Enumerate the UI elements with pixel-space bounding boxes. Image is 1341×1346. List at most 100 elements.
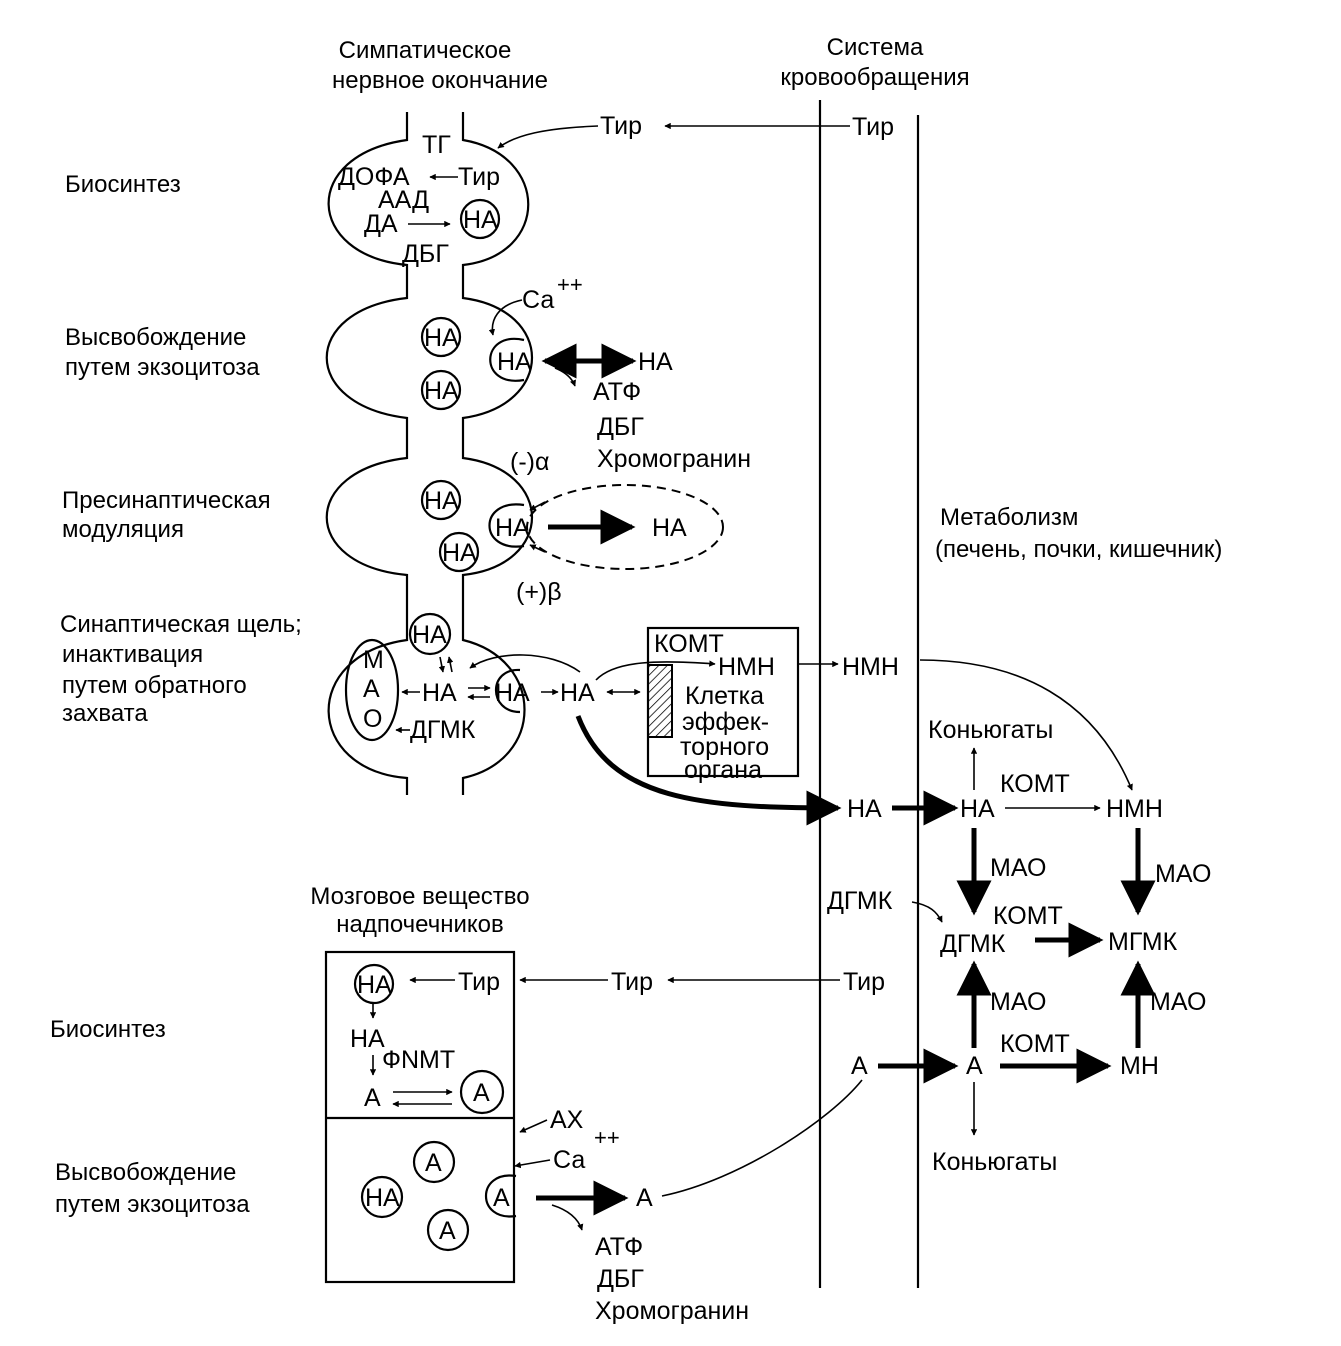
atf-label: АТФ (593, 378, 641, 406)
adrenal-tyr-label: Тир (458, 968, 500, 996)
na-reuptake-label: НА (495, 679, 530, 707)
alpha-receptor-label: (-)α (510, 448, 549, 476)
a-metabolism-label: А (966, 1052, 983, 1080)
header-adrenal: Мозговое вещество надпочечников (310, 883, 529, 938)
komt-dgmk-label: КОМТ (993, 902, 1063, 930)
na-vesicle-4 (438, 531, 480, 573)
mao-mitochondrion (344, 638, 400, 742)
tyr-circulation-label: Тир (852, 113, 894, 141)
section-synaptic-line2: инактивация (62, 641, 203, 668)
dbg-label: ДБГ (402, 240, 449, 268)
nmn-blood-label: НМН (842, 653, 899, 681)
mao-letter-a: А (363, 675, 380, 703)
na-to-nmn-arrow (595, 660, 716, 681)
na-vesicle-label: НА (463, 206, 498, 234)
header-circulation-line2: кровообращения (780, 64, 969, 91)
header-nerve-ending-line1: Симпатическое (339, 37, 512, 64)
effector-line4: органа (684, 756, 762, 784)
adrenal-na-vesicle-label: НА (357, 971, 392, 999)
na-vesicle-5-label: НА (412, 621, 447, 649)
nerve-ending-left-outline (325, 112, 409, 795)
header-adrenal-line2: надпочечников (336, 911, 504, 938)
effector-line2: эффек- (682, 708, 769, 736)
na-vesicle-3-label: НА (424, 487, 459, 515)
fnmt-label: ФNMT (382, 1046, 455, 1074)
effector-line3: торного (680, 733, 769, 761)
adrenal-na-vesicle-2 (360, 1175, 404, 1219)
tyr-uptake-arrow (497, 125, 599, 149)
na-vesicle-1 (420, 316, 462, 358)
na-vesicle-exchange-up (446, 656, 454, 673)
da-label: ДА (364, 210, 398, 238)
header-adrenal-line1: Мозговое вещество (310, 883, 529, 910)
adrenal-a-vesicle (459, 1069, 505, 1115)
section-synaptic-line3: путем обратного (62, 672, 247, 699)
section-presynaptic: Пресинаптическая модуляция (62, 487, 271, 543)
adrenal-dbg-label: ДБГ (597, 1265, 644, 1293)
nmn-blood-to-metabolism-arrow (919, 659, 1133, 791)
co-release-arrow (554, 367, 576, 387)
komt-na-nmn-label: КОМТ (1000, 770, 1070, 798)
section-synaptic-line1: Синаптическая щель; (60, 611, 302, 638)
effector-line1: Клетка (685, 682, 764, 710)
na-spillover-arrow (575, 715, 842, 826)
na-reuptake-vesicle (495, 668, 521, 714)
mao-letter-o: О (363, 705, 382, 733)
na-exocytosis-label: НА (497, 348, 532, 376)
aad-label: ААД (378, 186, 429, 214)
adrenal-a-vesicle-label: А (473, 1079, 490, 1107)
nmn-metabolism-label: НМН (1106, 795, 1163, 823)
dgmk-metabolism-label: ДГМК (940, 930, 1006, 958)
na-vesicle-1-label: НА (424, 324, 459, 352)
adrenal-co-release-arrow (551, 1204, 584, 1231)
na-exocytosis-vesicle (489, 337, 525, 382)
adrenal-na-vesicle-2-label: НА (365, 1184, 400, 1212)
na-metabolism-label: НА (960, 795, 995, 823)
header-metabolism-line2: (печень, почки, кишечник) (935, 536, 1222, 563)
na-vesicle-4-label: НА (442, 539, 477, 567)
adrenal-chromogranin-label: Хромогранин (595, 1297, 749, 1325)
tyr-circulation-adrenal-label: Тир (843, 968, 885, 996)
adrenal-ca-charge-label: ++ (594, 1125, 620, 1150)
section-adrenal-biosynthesis: Биосинтез (50, 1016, 166, 1043)
adrenal-a-label: А (364, 1084, 381, 1112)
ca-charge-label: ++ (557, 272, 583, 297)
na-modulation-label: НА (495, 514, 530, 542)
header-nerve-ending: Симпатическое нервное окончание (332, 37, 548, 94)
section-adrenal-release-line2: путем экзоцитоза (55, 1191, 250, 1218)
adrenal-a-released-label: А (636, 1184, 653, 1212)
header-circulation: Система кровообращения (780, 34, 969, 91)
adrenal-a-vesicle-3-label: А (439, 1217, 456, 1245)
na-cleft-label: НА (560, 679, 595, 707)
na-released-label: НА (638, 348, 673, 376)
ca-label: Са (522, 286, 554, 314)
ax-arrow (519, 1119, 548, 1133)
section-synaptic-line4: захвата (62, 700, 148, 727)
na-vesicle-3 (420, 479, 462, 521)
nerve-ending-right-outline (461, 112, 533, 795)
adrenal-ca-label: Са (553, 1146, 585, 1174)
beta-receptor-label: (+)β (516, 578, 562, 606)
mgmk-label: МГМК (1108, 928, 1178, 956)
dopa-label: ДОФА (338, 163, 410, 191)
adrenal-ca-arrow (514, 1159, 551, 1169)
na-cytoplasm-label: НА (422, 679, 457, 707)
ca-influx-arrow (488, 299, 523, 336)
mao-mn-label: МАО (1150, 988, 1206, 1016)
mao-letter-m: М (363, 646, 384, 674)
na-vesicle-circle (459, 198, 501, 240)
adrenal-na-vesicle (353, 963, 395, 1005)
na-blood-label: НА (847, 795, 882, 823)
feedback-dashed-loop (526, 484, 724, 570)
beta-feedback-arrow (529, 544, 546, 553)
nmn-effector-label: НМН (718, 653, 775, 681)
dbg-released-label: ДБГ (597, 413, 644, 441)
adrenal-tyr-blood-label: Тир (611, 968, 653, 996)
mn-label: МН (1120, 1052, 1159, 1080)
adrenal-exocytosis-vesicle (484, 1174, 517, 1218)
dgmk-blood-label: ДГМК (827, 887, 893, 915)
na-modulation-vesicle (488, 503, 525, 548)
komt-a-mn-label: КОМТ (1000, 1030, 1070, 1058)
na-vesicle-5 (408, 612, 452, 656)
mao-nmn-label: МАО (1155, 860, 1211, 888)
